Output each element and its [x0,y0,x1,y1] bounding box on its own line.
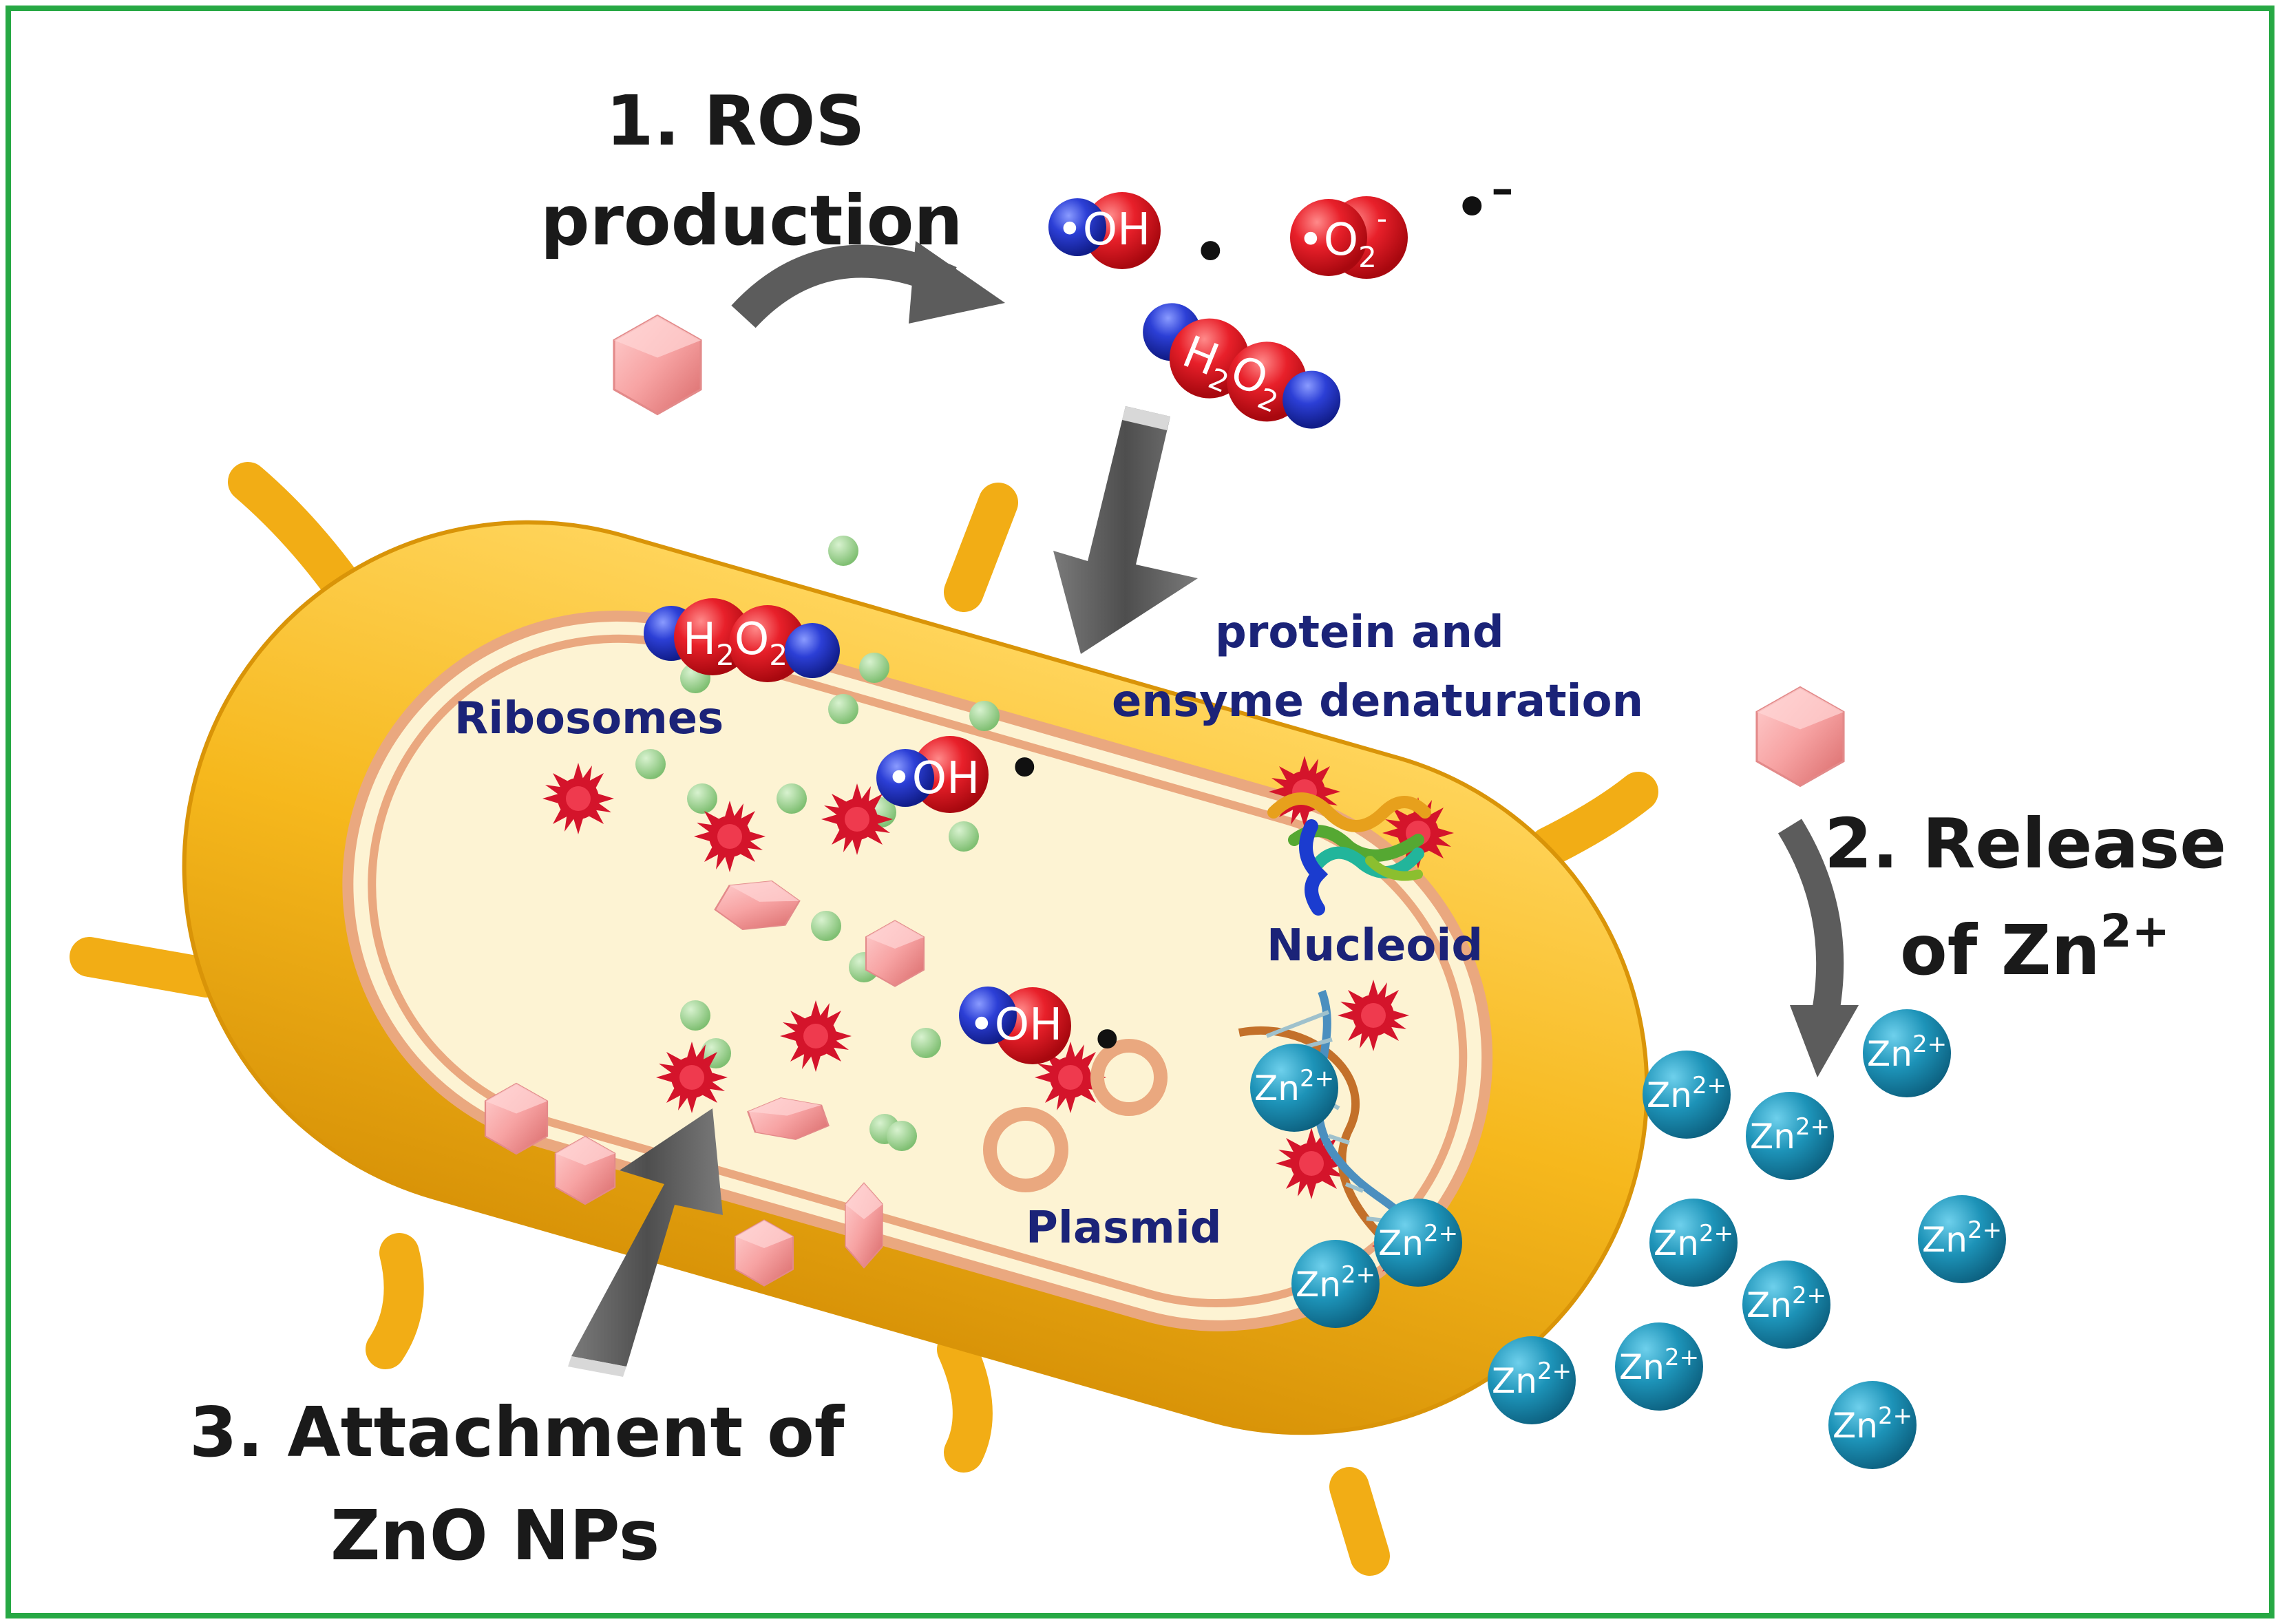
zinc-ion-label: Zn2+ [1750,1113,1830,1157]
zinc-ion-label: Zn2+ [1647,1072,1727,1115]
hydroxyl-radical-top: •OH • [1048,192,1230,291]
step-1-title-line1: 1. ROS [606,81,865,161]
superoxide-charge: - [1490,149,1514,226]
zinc-ion-sphere [1918,1195,2006,1283]
zinc-ion-label: Zn2+ [1833,1402,1912,1446]
hydrogen-peroxide-inside-label: H2O2 [683,614,788,672]
zinc-ion: Zn2+ [1291,1240,1380,1328]
arrow-ros-production [731,241,1005,328]
ribosomes-label: Ribosomes [454,693,724,744]
step-1-title-line2: production [540,180,963,261]
plasmid-label: Plasmid [1026,1203,1222,1254]
superoxide-radical: •O2- • - [1290,149,1514,279]
hydroxyl-radical-top-dot: • [1191,214,1230,291]
plasmid-rings [983,1039,1168,1192]
hydroxyl-radical-inside-2: •OH • [959,987,1127,1079]
zinc-ion: Zn2+ [1250,1044,1338,1132]
zinc-ion-label: Zn2+ [1746,1282,1826,1325]
zinc-ion: Zn2+ [1828,1381,1917,1469]
step-2-title-line1: 2. Release [1824,803,2226,884]
arrow-ros-entering-cell [1053,406,1198,654]
zinc-ion-label: Zn2+ [1254,1065,1334,1108]
zinc-ion: Zn2+ [1643,1051,1731,1139]
step-2-title-line2: of Zn2+ [1900,905,2170,991]
nucleoid-label: Nucleoid [1267,920,1483,971]
zinc-ion-label: Zn2+ [1492,1358,1572,1401]
zinc-ion-sphere [1746,1092,1834,1180]
zinc-ion-sphere [1742,1261,1830,1349]
zinc-ion-sphere [1374,1199,1462,1287]
zinc-ion: Zn2+ [1649,1199,1738,1287]
hydroxyl-radical-inside-1-label: •OH [886,753,980,804]
zinc-ion-sphere [1649,1199,1738,1287]
superoxide-label: •O2- [1298,202,1387,274]
denaturation-label-line1: protein and [1215,607,1504,658]
arrow-attachment [568,1108,723,1377]
zinc-ion-sphere [1615,1322,1703,1411]
ribosome-dots [635,536,1000,1151]
step-3-title-line1: 3. Attachment of [189,1392,845,1473]
hydrogen-peroxide-inside: H2O2 [644,598,840,682]
zinc-ion-sphere [1863,1009,1951,1097]
hydrogen-peroxide-top: H2O2 [1143,303,1341,429]
zinc-ion: Zn2+ [1615,1322,1703,1411]
zinc-ions: Zn2+Zn2+Zn2+Zn2+Zn2+Zn2+Zn2+Zn2+Zn2+Zn2+… [1250,1009,2006,1469]
protein-structure [1267,792,1431,916]
zinc-ion-label: Zn2+ [1378,1220,1458,1263]
zinc-ion: Zn2+ [1863,1009,1951,1097]
zinc-ion-label: Zn2+ [1654,1220,1733,1263]
zinc-ion: Zn2+ [1488,1336,1576,1424]
hydroxyl-radical-top-label: •OH [1057,204,1150,255]
arrow-zn-release [1777,819,1859,1077]
hydroxyl-radical-inside-1-dot: • [1005,730,1044,808]
zinc-ion-sphere [1250,1044,1338,1132]
hydroxyl-radical-inside-2-dot: • [1088,1002,1127,1079]
denaturation-label-line2: ensyme denaturation [1112,676,1643,727]
zinc-ion: Zn2+ [1742,1261,1830,1349]
zinc-ion: Zn2+ [1374,1199,1462,1287]
zinc-ion-sphere [1488,1336,1576,1424]
zinc-ion: Zn2+ [1918,1195,2006,1283]
superoxide-dot: • [1453,169,1492,246]
zinc-ion-sphere [1291,1240,1380,1328]
bacterial-pili [70,462,1658,1576]
zinc-ion-label: Zn2+ [1922,1216,2002,1260]
zinc-ion-sphere [1643,1051,1731,1139]
step-3-title-line2: ZnO NPs [330,1495,659,1576]
zinc-ion-label: Zn2+ [1867,1031,1947,1074]
zinc-ion-label: Zn2+ [1619,1344,1699,1387]
zinc-ion: Zn2+ [1746,1092,1834,1180]
zinc-ion-sphere [1828,1381,1917,1469]
hydroxyl-radical-inside-2-label: •OH [969,1000,1062,1051]
hydroxyl-radical-inside-1: •OH • [876,730,1044,813]
zinc-ion-label: Zn2+ [1296,1261,1375,1305]
